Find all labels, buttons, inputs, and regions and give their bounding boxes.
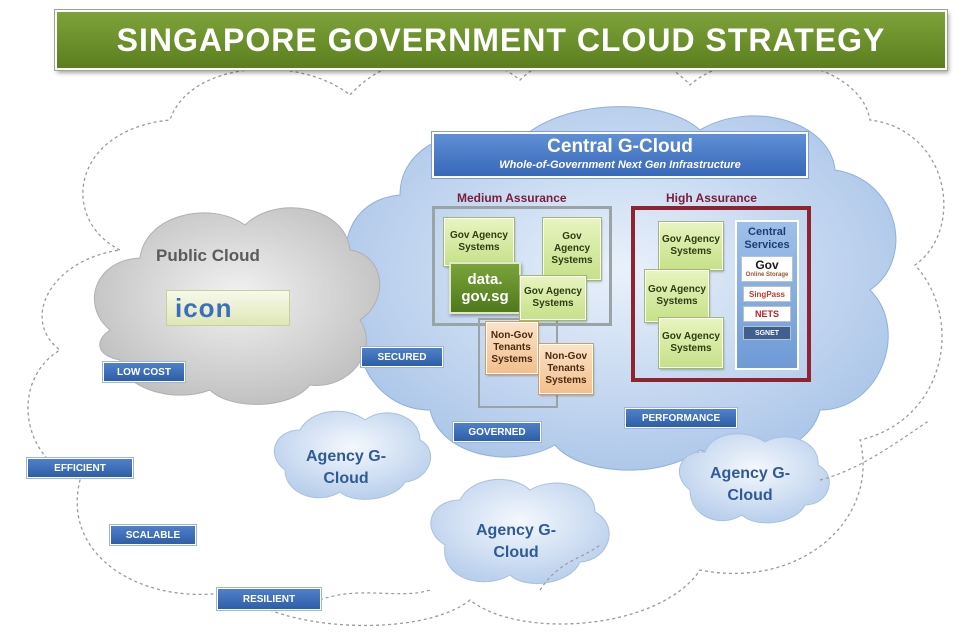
data-gov-sg-box: data. gov.sg	[449, 262, 521, 314]
high-gov-agency-box-3: Gov Agency Systems	[659, 318, 723, 368]
nets-logo: NETS	[743, 306, 791, 322]
gov-logo-text: Gov	[755, 258, 779, 272]
central-services-title: Central Services	[744, 226, 790, 251]
gov-online-storage-logo: Gov Online Storage	[741, 256, 793, 282]
medium-gov-agency-box-2: Gov Agency Systems	[543, 218, 601, 280]
public-cloud-label: Public Cloud	[156, 246, 260, 265]
dashed-connectors	[319, 419, 931, 601]
icon-logo: icon	[166, 290, 290, 326]
medium-assurance-label: Medium Assurance	[457, 191, 567, 205]
efficient-tag: EFFICIENT	[27, 458, 133, 478]
icon-logo-text: icon	[175, 292, 233, 323]
high-gov-agency-box-1: Gov Agency Systems	[659, 222, 723, 270]
agency-gcloud-label-2: Agency G-Cloud	[476, 522, 557, 561]
agency-gcloud-label-1: Agency G-Cloud	[306, 448, 387, 487]
nongov-tenants-box-1: Non-Gov Tenants Systems	[486, 322, 538, 374]
outer-dashed-cloud	[27, 49, 945, 627]
central-cloud-header: Central G-Cloud Whole-of-Government Next…	[432, 132, 808, 178]
resilient-tag: RESILIENT	[217, 588, 321, 610]
nets-logo-text: NETS	[754, 309, 779, 319]
governed-tag: GOVERNED	[453, 422, 541, 442]
low-cost-tag: LOW COST	[103, 362, 185, 382]
high-gov-agency-box-2: Gov Agency Systems	[645, 270, 709, 322]
secured-tag: SECURED	[361, 347, 443, 367]
online-storage-logo-text: Online Storage	[745, 272, 789, 278]
high-assurance-frame	[631, 206, 811, 382]
page-title: SINGAPORE GOVERNMENT CLOUD STRATEGY	[55, 10, 947, 70]
agency-gcloud-label-3: Agency G-Cloud	[710, 465, 791, 504]
scalable-tag: SCALABLE	[110, 525, 196, 545]
singpass-logo: SingPass	[743, 286, 791, 302]
nongov-tenants-box-2: Non-Gov Tenants Systems	[539, 344, 593, 394]
agency-cloud-shape-1	[273, 410, 432, 500]
performance-tag: PERFORMANCE	[625, 408, 737, 428]
central-cloud-subtitle: Whole-of-Government Next Gen Infrastruct…	[499, 159, 741, 171]
agency-cloud-shape-3	[678, 433, 830, 524]
sgnet-logo: SGNET	[743, 326, 791, 340]
sgnet-logo-text: SGNET	[754, 329, 780, 337]
medium-gov-agency-box-3: Gov Agency Systems	[520, 276, 586, 320]
singpass-logo-text: SingPass	[748, 289, 785, 299]
central-cloud-title: Central G-Cloud	[547, 136, 693, 157]
agency-cloud-shape-2	[430, 478, 610, 585]
central-services-panel: Central Services Gov Online Storage Sing…	[735, 220, 799, 370]
medium-gov-agency-box-1: Gov Agency Systems	[444, 218, 514, 266]
high-assurance-label: High Assurance	[666, 191, 757, 205]
